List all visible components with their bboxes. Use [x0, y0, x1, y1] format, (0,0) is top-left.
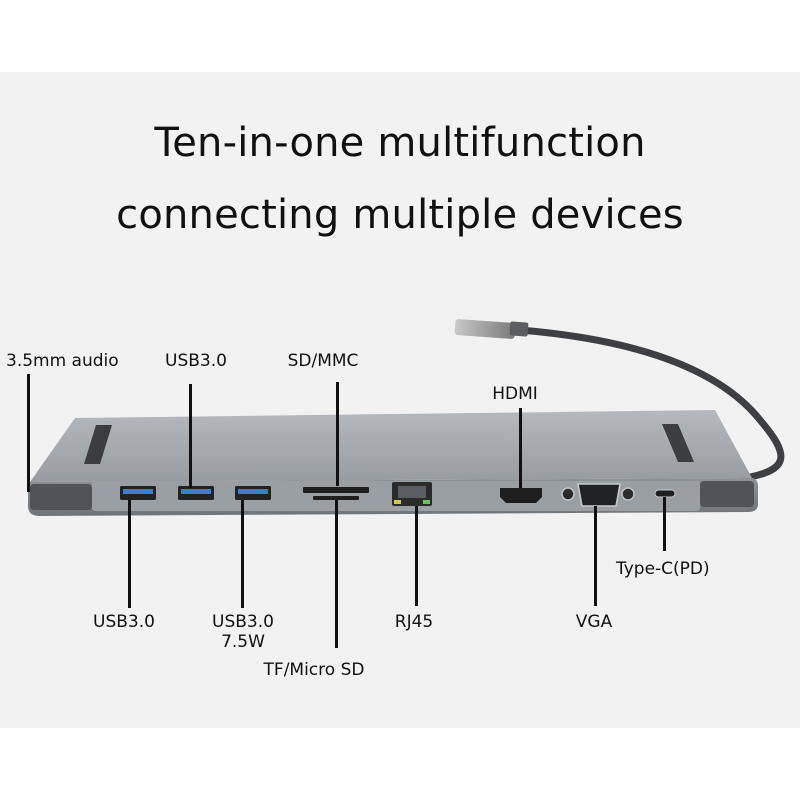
- label-audio: 3.5mm audio: [6, 351, 119, 371]
- label-usb-right-line1: USB3.0: [212, 612, 274, 632]
- leader-usb-right: [241, 500, 244, 608]
- label-usb-right-line2: 7.5W: [221, 632, 265, 652]
- leader-vga: [594, 506, 597, 606]
- label-tf-micro-sd: TF/Micro SD: [263, 660, 365, 680]
- leader-audio: [27, 374, 30, 492]
- headline-line-1: Ten-in-one multifunction: [154, 120, 646, 166]
- label-sd-mmc: SD/MMC: [287, 351, 359, 371]
- vga-port: [577, 483, 621, 507]
- label-type-c: Type-C(PD): [616, 559, 710, 579]
- hdmi-port: [500, 488, 542, 503]
- leader-type-c: [663, 497, 666, 551]
- label-usb-left: USB3.0: [93, 612, 155, 632]
- headline-line-2: connecting multiple devices: [116, 192, 684, 238]
- usb-port-2: [178, 486, 214, 500]
- hub-top-surface: [30, 410, 752, 482]
- leader-sd-mmc: [336, 382, 339, 486]
- label-hdmi: HDMI: [492, 384, 538, 404]
- rubber-foot-left: [84, 425, 112, 464]
- rubber-foot-right: [662, 424, 694, 462]
- background-panel: [0, 72, 800, 728]
- rj45-port: [392, 482, 432, 506]
- cable: [516, 326, 785, 482]
- leader-usb-left: [128, 500, 131, 608]
- usb-port-1: [120, 486, 156, 500]
- leader-usb-top: [189, 384, 192, 488]
- label-vga: VGA: [575, 612, 613, 632]
- leader-hdmi: [519, 408, 522, 488]
- label-rj45: RJ45: [394, 612, 434, 632]
- type-c-port: [654, 489, 676, 498]
- label-usb-top: USB3.0: [165, 351, 227, 371]
- leader-rj45: [415, 506, 418, 606]
- leader-tf: [335, 500, 338, 648]
- cable-plug: [454, 319, 516, 339]
- usb-port-3: [235, 486, 271, 500]
- audio-jack: [561, 487, 575, 501]
- sd-slot: [303, 487, 369, 493]
- tf-slot: [313, 496, 359, 500]
